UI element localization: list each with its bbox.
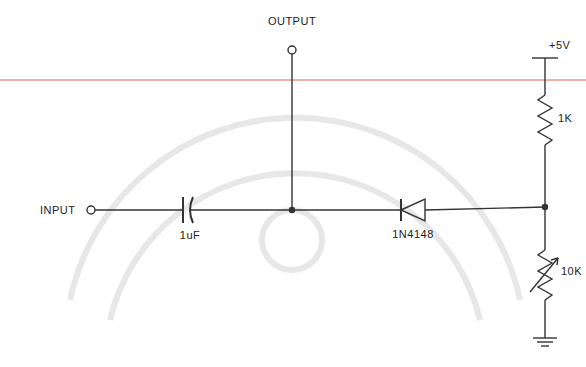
supply-label: +5V — [549, 40, 570, 51]
wire — [291, 54, 292, 210]
input-terminal — [87, 206, 95, 214]
wire — [544, 58, 545, 95]
wire — [425, 207, 545, 210]
wire — [190, 209, 292, 210]
component-value: 10K — [561, 266, 582, 277]
resistor-symbol — [538, 250, 552, 300]
component-value: 1uF — [180, 230, 200, 241]
resistor-symbol — [551, 258, 558, 265]
watermark — [70, 118, 520, 320]
ground-symbol — [541, 345, 549, 346]
ground-symbol — [533, 337, 557, 338]
diode-symbol — [401, 199, 425, 221]
wire — [95, 209, 183, 210]
output-terminal — [288, 46, 296, 54]
resistor-symbol — [530, 258, 558, 292]
red-rule — [0, 80, 586, 81]
junction-dot — [543, 205, 548, 210]
ground-symbol — [537, 341, 553, 342]
wire — [292, 209, 401, 210]
component-value: 1N4148 — [392, 229, 434, 240]
capacitor-symbol — [182, 197, 184, 223]
terminal-label: INPUT — [40, 205, 76, 216]
terminal-label: OUTPUT — [268, 16, 316, 27]
component-value: 1K — [558, 113, 572, 124]
wire — [544, 300, 545, 338]
wire — [544, 145, 545, 250]
resistor-symbol — [538, 95, 552, 145]
